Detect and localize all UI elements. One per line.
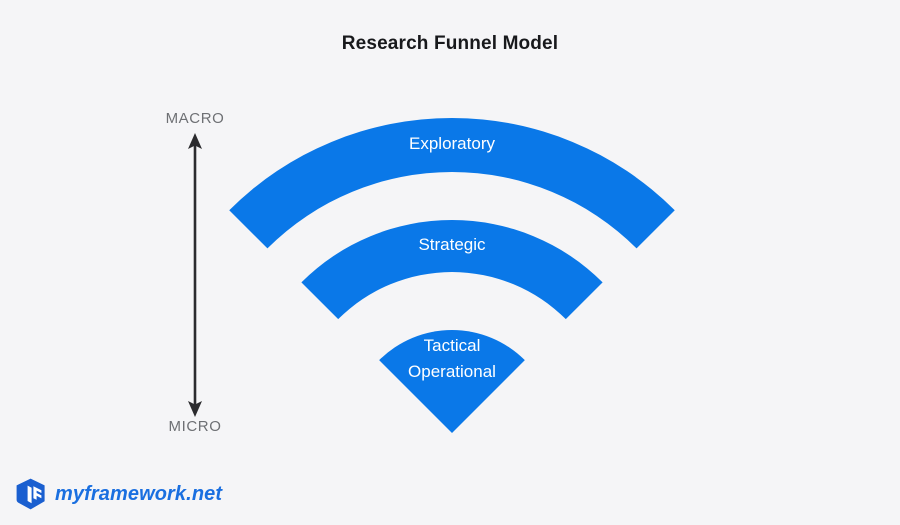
funnel-segment-tactical-operational[interactable]	[379, 329, 525, 433]
brand-footer[interactable]: myframework.net	[16, 478, 222, 510]
myframework-cube-logo-icon	[16, 478, 45, 510]
brand-name: myframework.net	[55, 482, 223, 505]
axis-label-micro: MICRO	[168, 418, 222, 435]
funnel-segment-exploratory[interactable]	[229, 117, 675, 249]
radial-funnel-graphic	[229, 117, 675, 433]
double-arrow-vertical-icon	[188, 133, 202, 417]
axis-label-macro: MACRO	[165, 110, 225, 127]
page-title: Research Funnel Model	[341, 33, 559, 54]
funnel-segment-strategic[interactable]	[301, 219, 603, 320]
